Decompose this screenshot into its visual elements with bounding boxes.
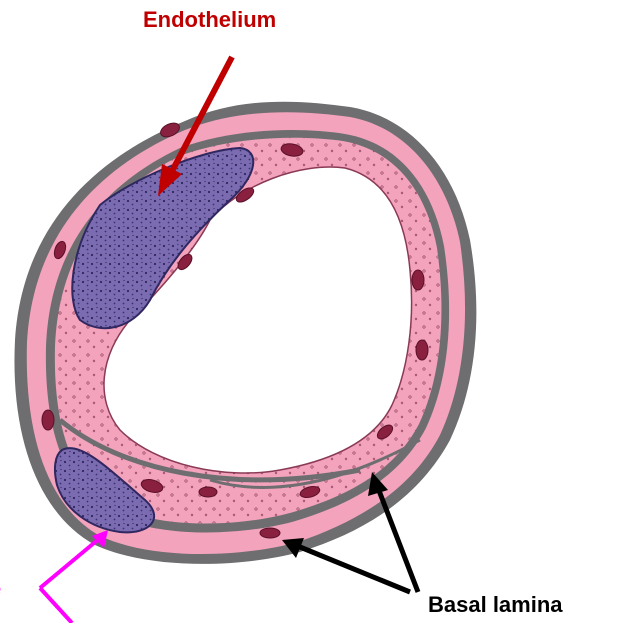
basal-lamina-label: Basal lamina	[428, 592, 563, 618]
pericyte-label-fragment: e	[0, 576, 1, 602]
endothelium-label: Endothelium	[143, 7, 276, 33]
